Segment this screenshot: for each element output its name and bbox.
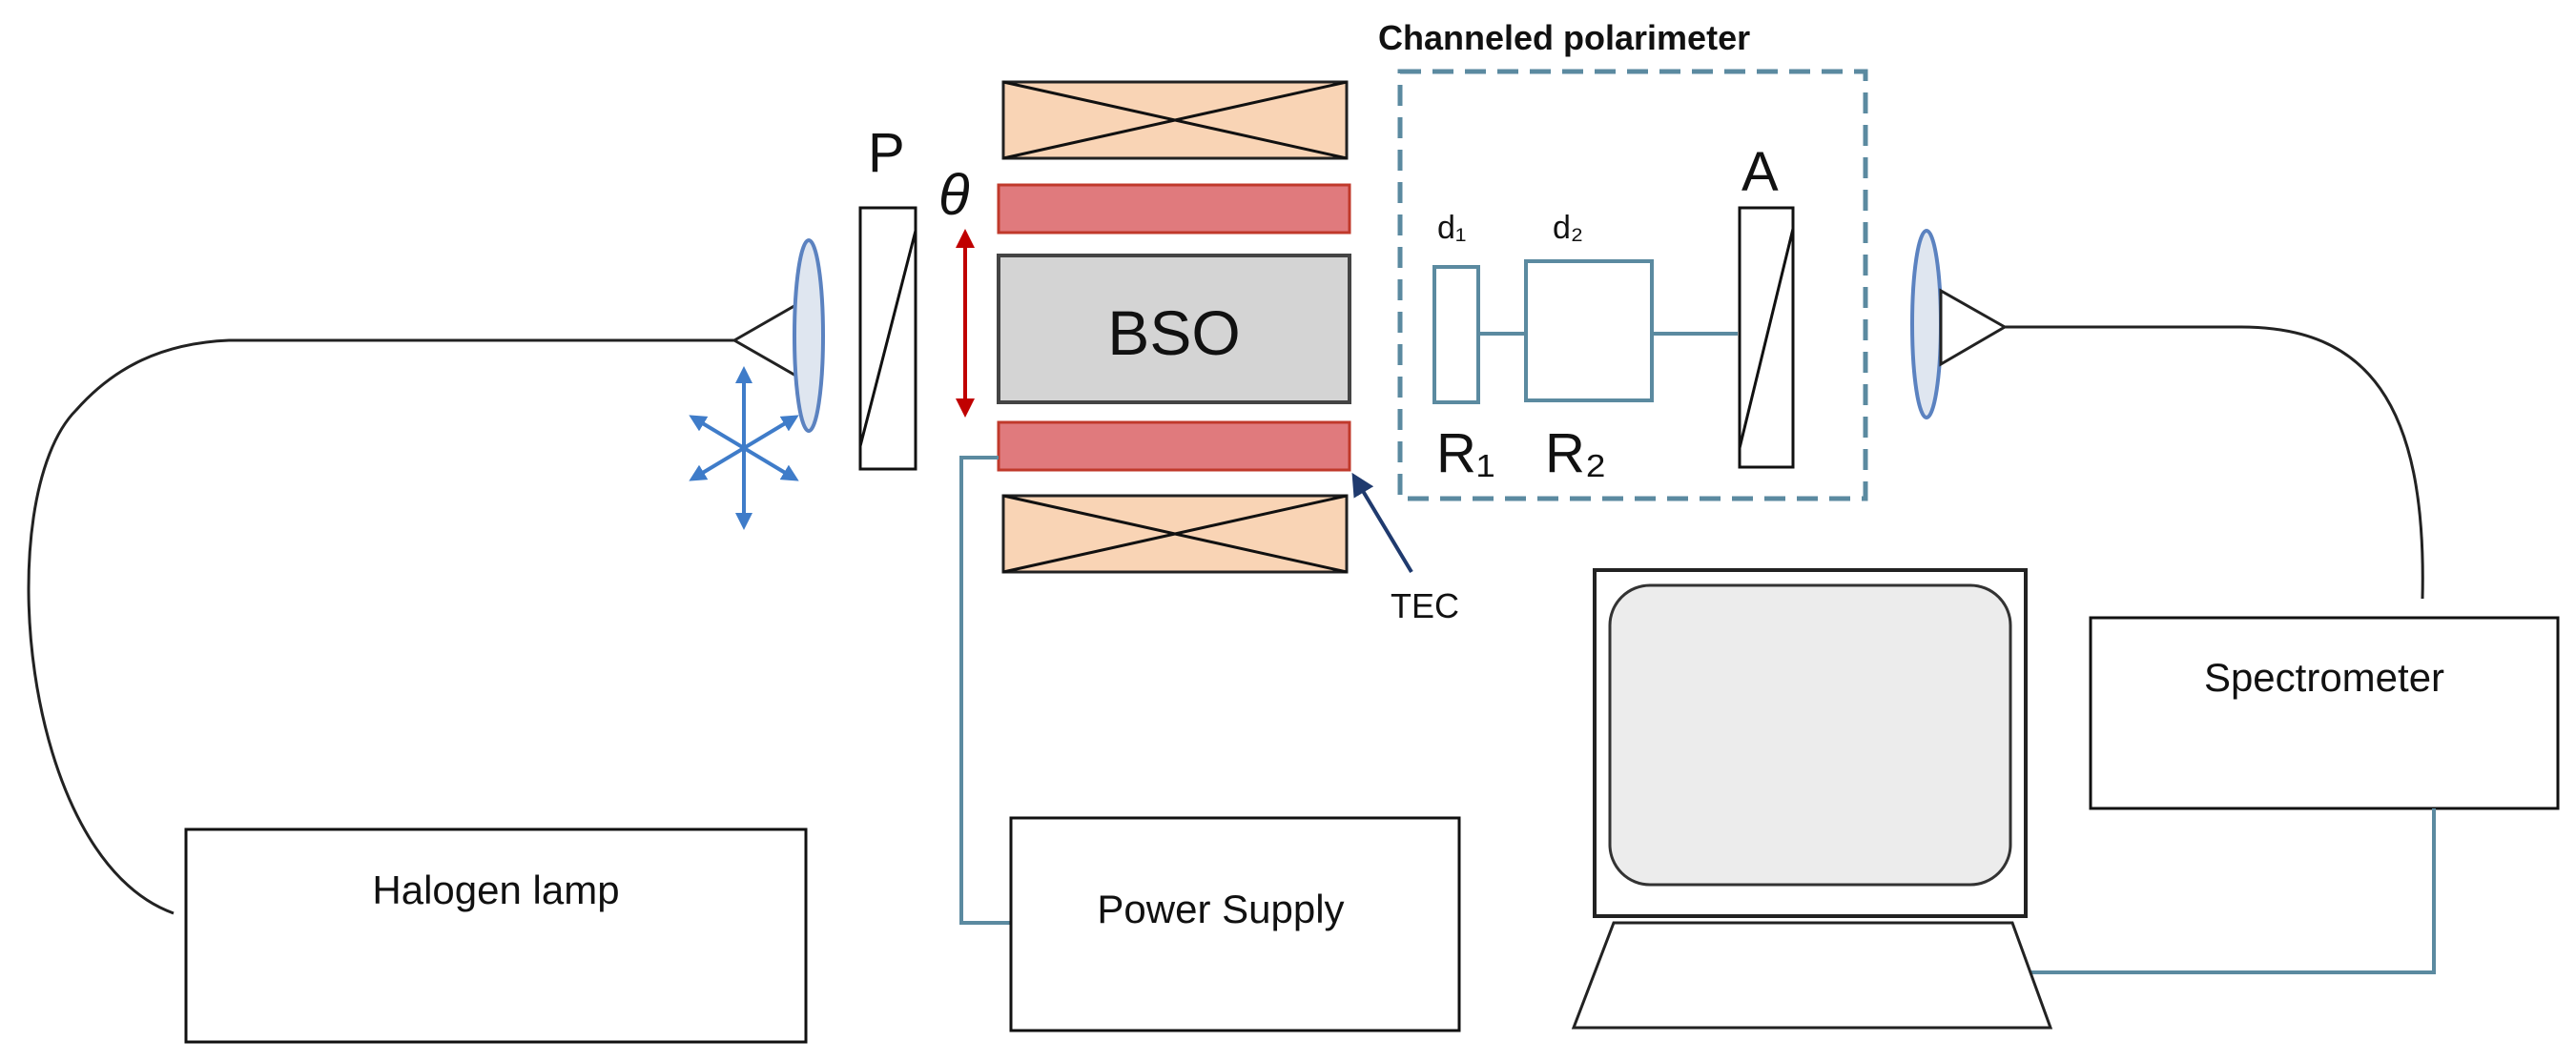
retarder-r2 <box>1524 259 1654 402</box>
polarimeter-frame <box>1397 69 1868 501</box>
d1-label: d₁ <box>1437 210 1466 246</box>
bottom-coil <box>1001 494 1349 574</box>
top-tec <box>997 183 1351 235</box>
angle-label: θ <box>938 163 970 227</box>
halogen-lamp-label: Halogen lamp <box>372 868 619 912</box>
bso-crystal <box>997 254 1351 404</box>
r1-label: R₁ <box>1436 422 1494 484</box>
retarder-r1 <box>1432 265 1480 404</box>
polarization-arrows-icon <box>689 366 799 530</box>
tec-label: TEC <box>1391 586 1459 625</box>
bottom-tec <box>997 420 1351 472</box>
halogen-lamp-box <box>184 827 808 1044</box>
computer-cable <box>2031 808 2436 974</box>
polarizer <box>858 206 917 471</box>
input-collimator-cone <box>731 300 801 380</box>
output-collimator-cone <box>1939 288 2009 367</box>
input-fiber <box>27 338 734 915</box>
spectrometer-box <box>2089 616 2560 810</box>
power-supply-label: Power Supply <box>1097 887 1344 931</box>
polarimeter-title: Channeled polarimeter <box>1378 18 1750 57</box>
d2-label: d₂ <box>1553 210 1583 246</box>
tec-pointer <box>1351 472 1413 574</box>
polarizer-label: P <box>868 122 905 184</box>
analyzer-label: A <box>1741 141 1779 203</box>
spectrometer-label: Spectrometer <box>2204 655 2444 700</box>
bso-label: BSO <box>1107 297 1240 368</box>
output-fiber <box>2005 325 2424 600</box>
computer-icon <box>1571 568 2053 1030</box>
power-supply-wire <box>959 456 1011 925</box>
analyzer <box>1738 206 1795 469</box>
top-coil <box>1001 80 1349 160</box>
power-supply-box <box>1009 816 1461 1032</box>
r2-label: R₂ <box>1545 422 1606 484</box>
output-lens <box>1910 229 1943 419</box>
input-lens <box>793 238 825 433</box>
